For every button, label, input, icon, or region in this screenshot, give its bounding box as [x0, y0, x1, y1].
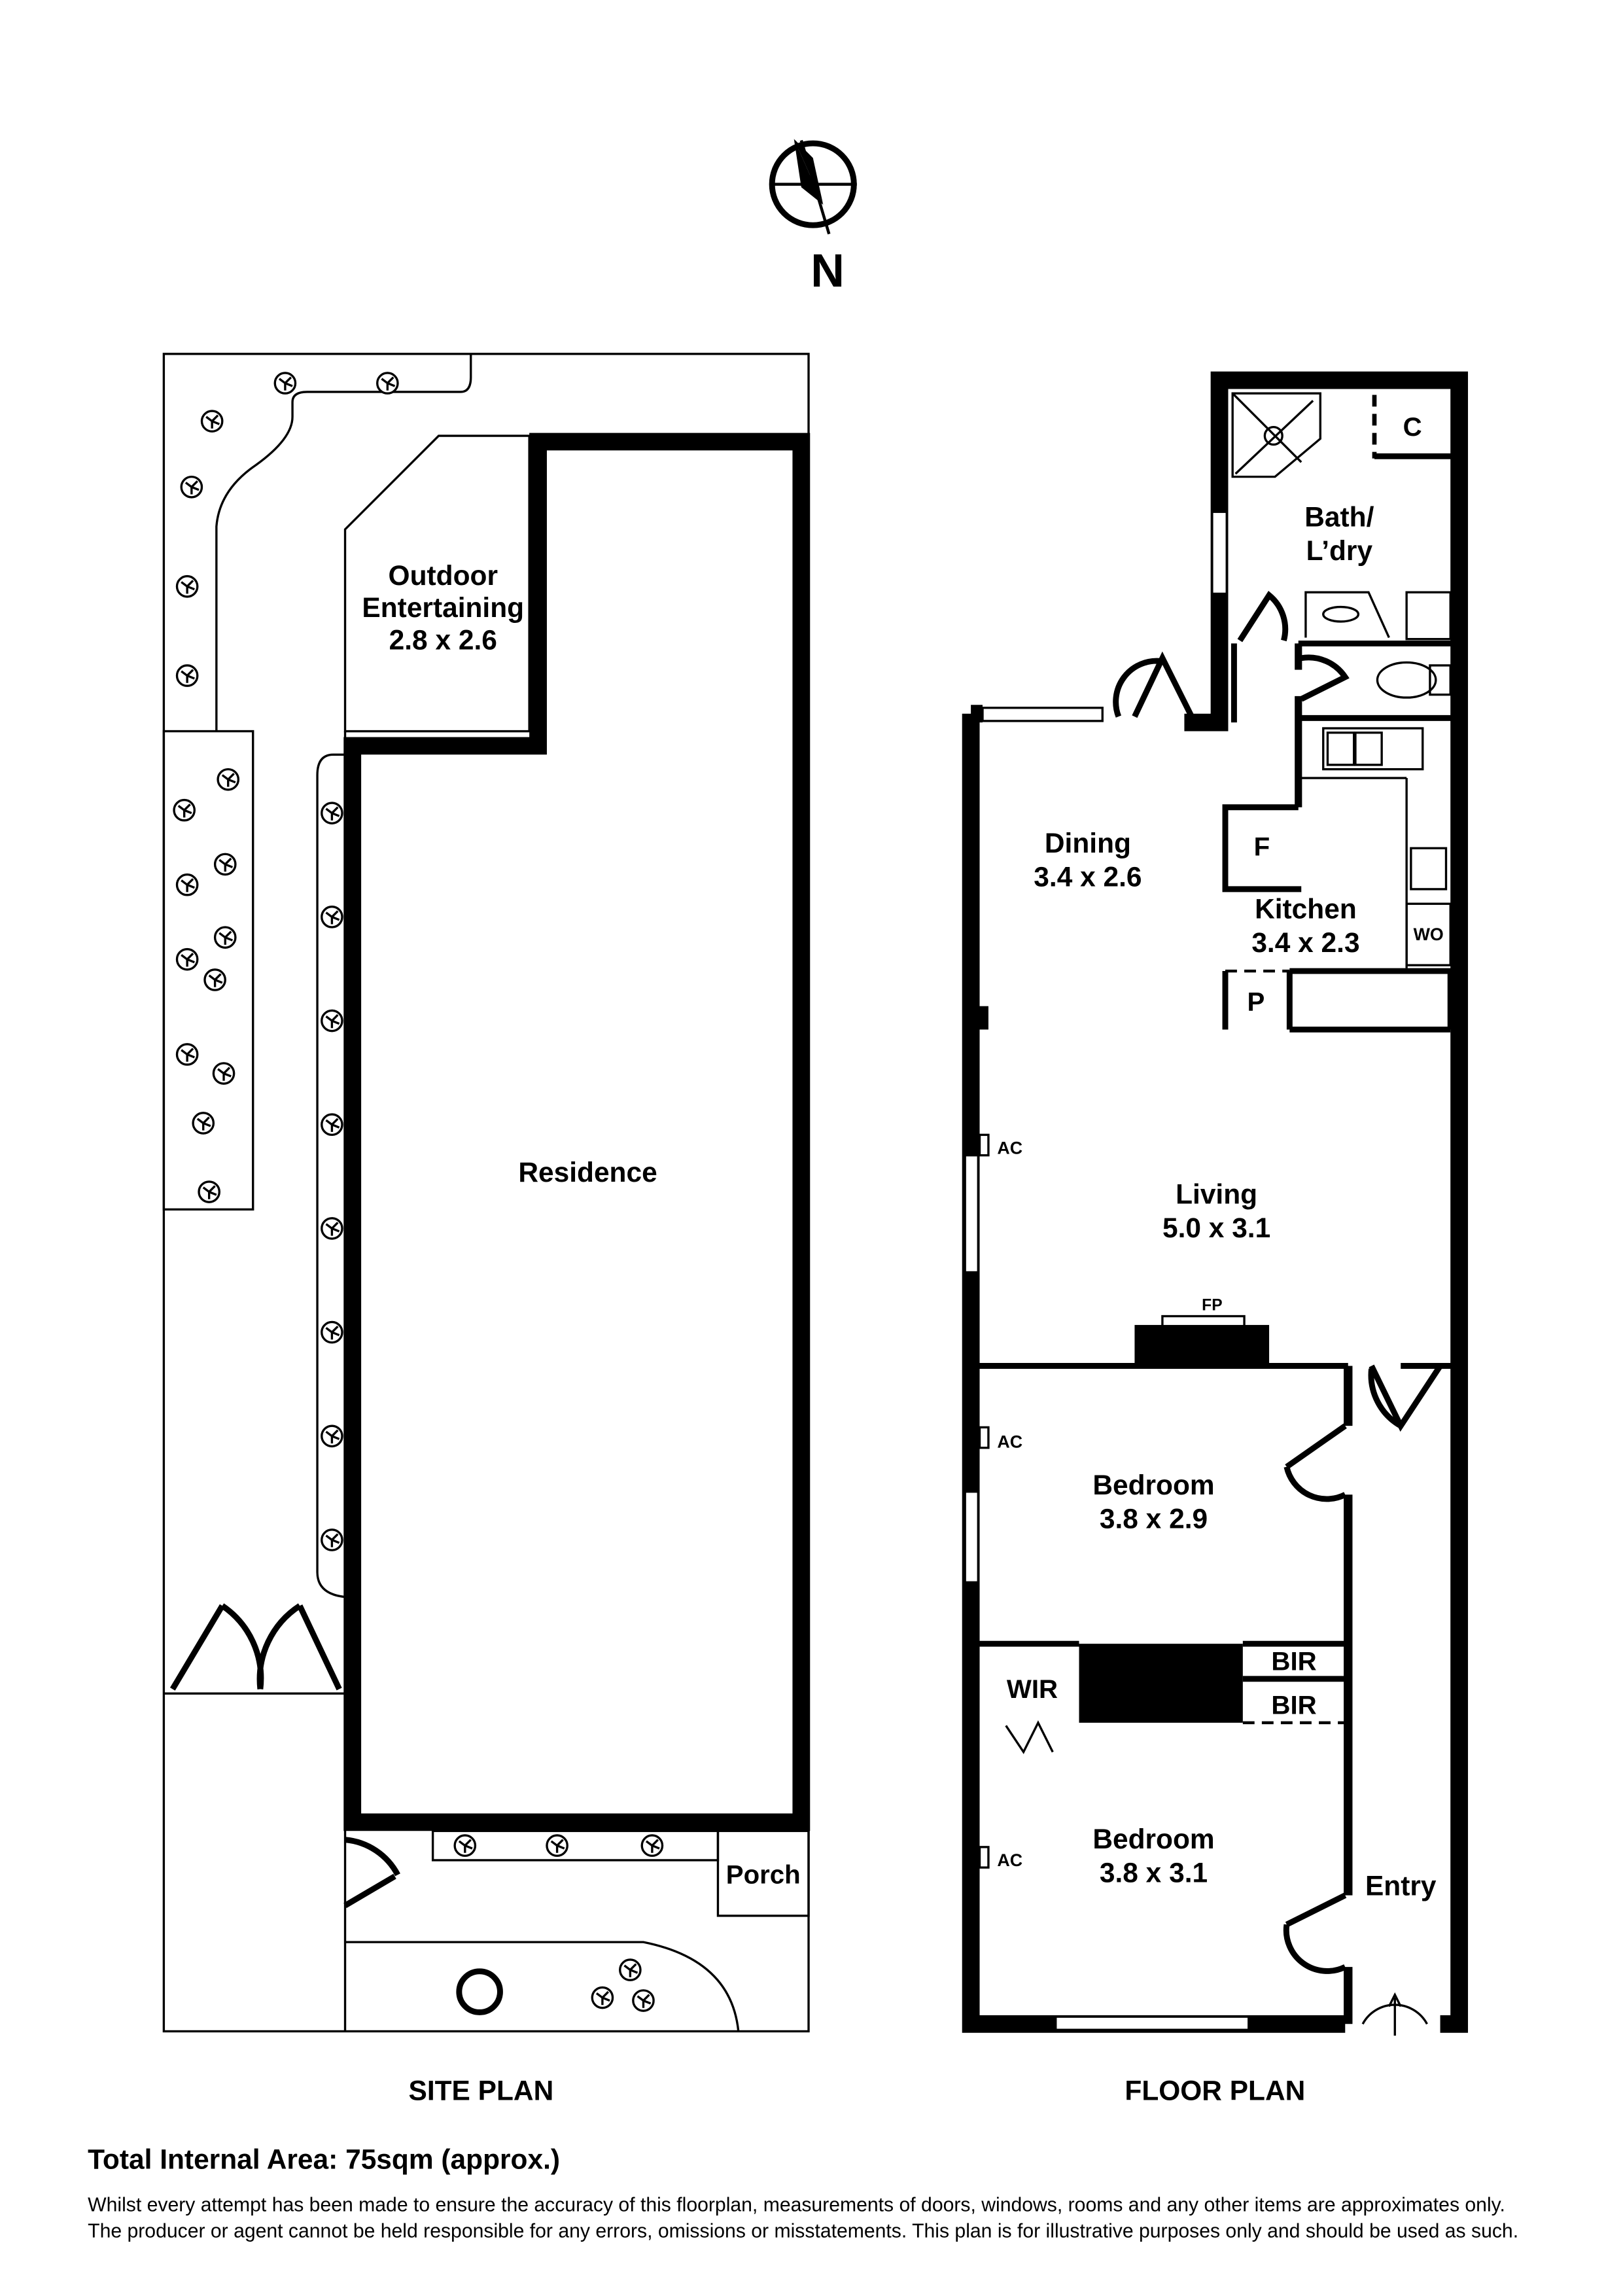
kitchen-label: Kitchen [1255, 894, 1357, 925]
ac-label: AC [997, 1850, 1022, 1870]
outdoor-dims: 2.8 x 2.6 [389, 624, 497, 655]
floor-plan [962, 371, 1469, 2036]
dining-label: Dining [1045, 828, 1131, 858]
bedroom1-dims: 3.8 x 2.9 [1100, 1504, 1208, 1534]
outdoor-label-2: Entertaining [362, 592, 524, 623]
pantry-label: P [1248, 987, 1265, 1016]
bath-label-2: L’dry [1306, 535, 1373, 566]
dining-dims: 3.4 x 2.6 [1034, 861, 1142, 892]
site-plan [162, 353, 811, 2033]
total-area: Total Internal Area: 75sqm (approx.) [88, 2144, 560, 2175]
ac-label: AC [997, 1138, 1022, 1157]
porch-label: Porch [726, 1860, 801, 1890]
bedroom2-dims: 3.8 x 3.1 [1100, 1857, 1208, 1888]
floor-plan-title: FLOOR PLAN [1125, 2075, 1305, 2106]
bir2-label: BIR [1271, 1690, 1316, 1720]
fireplace-label: FP [1202, 1297, 1222, 1315]
bedroom2-label: Bedroom [1092, 1824, 1214, 1854]
site-plan-title: SITE PLAN [409, 2075, 554, 2106]
north-arrow-icon [769, 139, 857, 235]
residence-label: Residence [518, 1157, 657, 1188]
bedroom1-label: Bedroom [1092, 1470, 1214, 1500]
fridge-label: F [1254, 832, 1270, 861]
wir-label: WIR [1007, 1674, 1058, 1704]
ac-label: AC [997, 1432, 1022, 1452]
entry-label: Entry [1365, 1871, 1437, 1901]
disclaimer-line-2: The producer or agent cannot be held res… [88, 2221, 1518, 2242]
living-dims: 5.0 x 3.1 [1162, 1212, 1270, 1243]
disclaimer-line-1: Whilst every attempt has been made to en… [88, 2194, 1505, 2216]
outdoor-label: Outdoor [389, 560, 498, 591]
living-label: Living [1176, 1178, 1257, 1209]
wall-oven-label: WO [1414, 925, 1444, 944]
bir1-label: BIR [1271, 1646, 1316, 1676]
compass-label: N [811, 245, 845, 297]
kitchen-dims: 3.4 x 2.3 [1251, 927, 1359, 958]
bath-label: Bath/ [1304, 502, 1374, 533]
cupboard-label: C [1403, 412, 1422, 442]
